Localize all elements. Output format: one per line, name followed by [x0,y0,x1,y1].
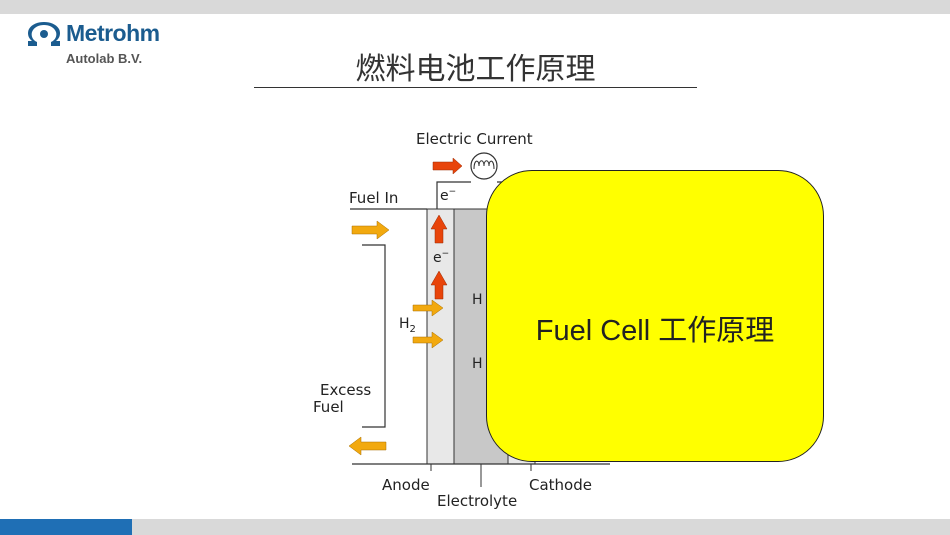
electron-arrow-up-icon [430,270,448,300]
coil-icon [473,160,495,170]
circuit-wire [436,181,471,209]
electron-arrow-right-icon [432,157,463,175]
footer-bar [0,519,950,535]
h2-label: H2 [399,316,416,335]
anode-label: Anode [382,476,430,494]
h2-arrow-icon [412,331,444,349]
top-bar [0,0,950,14]
title-divider [254,87,697,88]
electron-label: e− [440,187,456,204]
excess-fuel-label: Fuel [313,398,344,416]
logo-name: Metrohm [66,20,160,46]
page-title: 燃料电池工作原理 [355,52,596,87]
fuel-in-arrow-icon [351,220,390,240]
anode-layer [426,208,455,465]
fuel-cell-callout-box: Fuel Cell 工作原理 [486,170,824,462]
h2-arrow-icon [412,299,444,317]
metrohm-logo: Metrohm Autolab B.V. [26,20,166,70]
electron-label: e− [433,249,449,266]
fuel-in-label: Fuel In [349,189,398,207]
callout-text: Fuel Cell 工作原理 [535,315,775,347]
logo-subtitle: Autolab B.V. [66,51,143,66]
ion-label: H [472,292,483,308]
cathode-label: Cathode [529,476,592,494]
omega-logo-icon [28,22,60,46]
footer-accent [0,519,132,535]
electrolyte-label: Electrolyte [437,492,517,510]
electron-arrow-up-icon [430,214,448,244]
excess-fuel-arrow-icon [348,436,387,456]
electric-current-label: Electric Current [416,130,533,148]
fuel-chamber-outline [362,244,386,428]
ion-label: H [472,356,483,372]
excess-fuel-label: Excess [320,381,371,399]
